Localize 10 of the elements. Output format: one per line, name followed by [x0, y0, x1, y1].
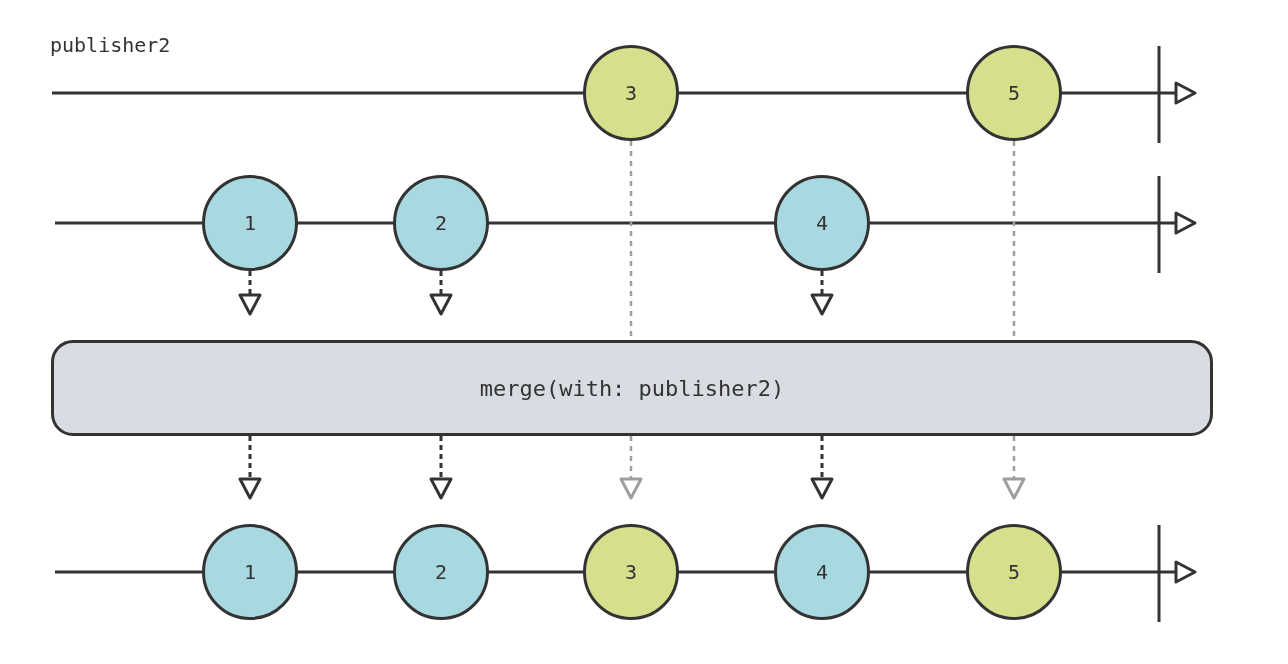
dashed-arrow	[429, 436, 453, 500]
operator-box: merge(with: publisher2)	[51, 340, 1213, 436]
dashed-arrow	[810, 436, 834, 500]
dashed-arrow	[429, 271, 453, 316]
dashed-arrow	[1002, 436, 1026, 500]
dashed-arrow	[238, 271, 262, 316]
dashed-arrow	[238, 436, 262, 500]
dashed-arrow	[810, 271, 834, 316]
dashed-arrow	[619, 436, 643, 500]
stream-label: publisher2	[50, 32, 171, 58]
